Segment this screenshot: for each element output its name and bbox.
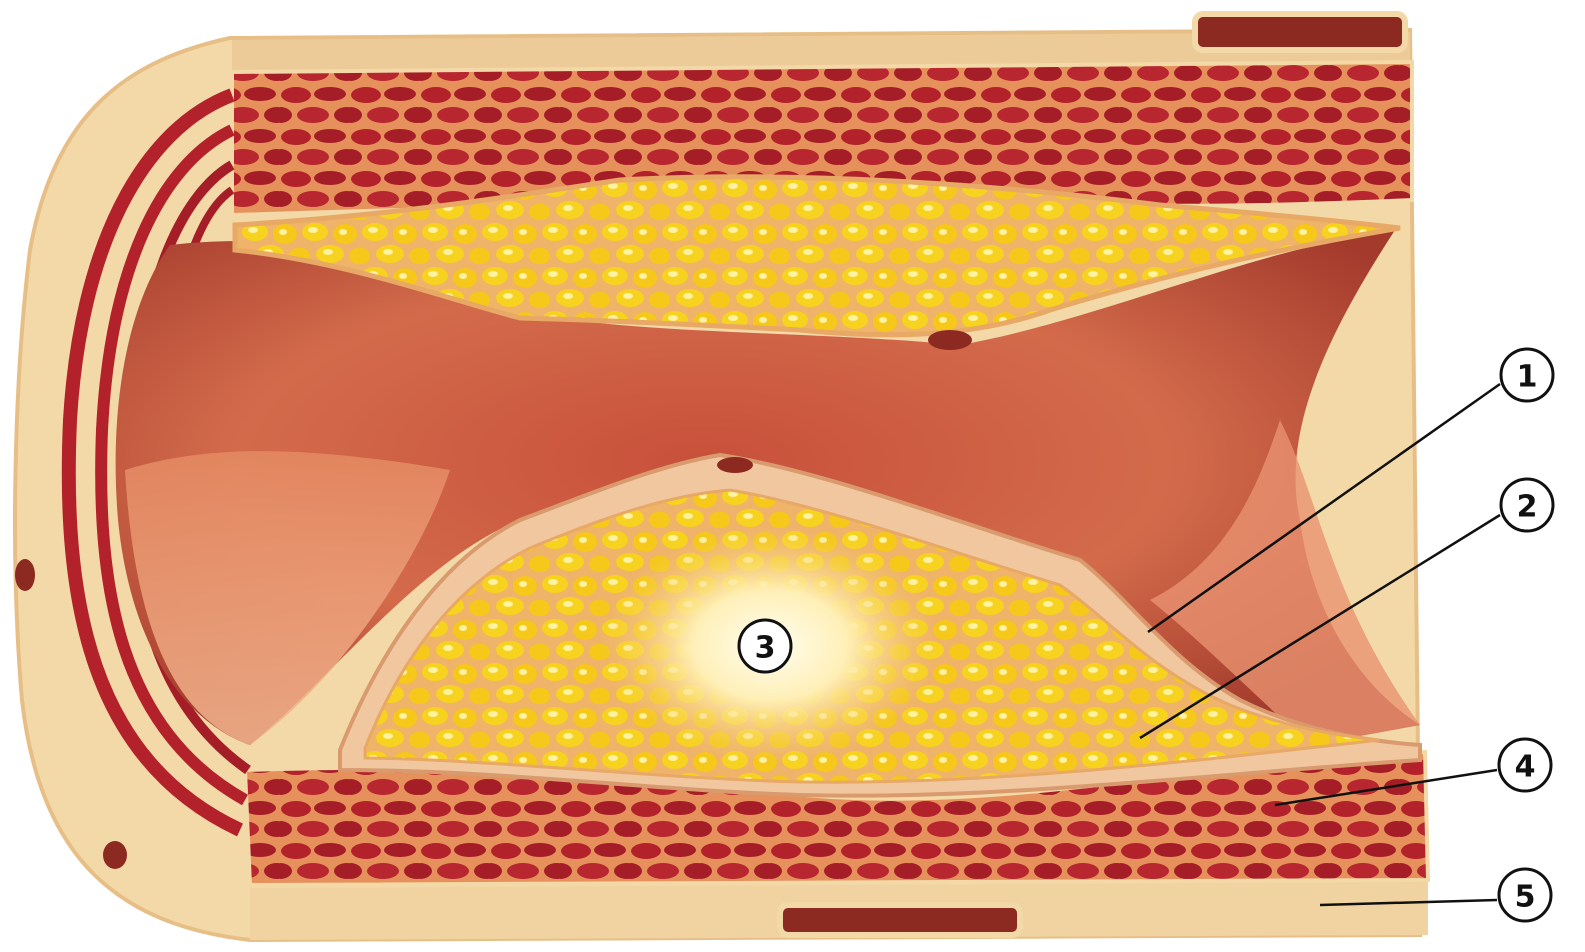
callout-4-label: 4: [1515, 750, 1536, 785]
callout-4: 4: [1499, 739, 1551, 791]
top-plaque-rupture-spot: [928, 330, 972, 350]
small-vessel-left-lower: [103, 841, 127, 869]
callout-3-label: 3: [755, 631, 776, 666]
callout-5: 5: [1499, 869, 1551, 921]
top-vessel-opening: [1195, 14, 1405, 50]
callout-1: 1: [1501, 349, 1553, 401]
callout-2-label: 2: [1517, 490, 1538, 525]
small-vessel-left: [15, 559, 35, 591]
plaque-rupture-spot: [717, 457, 753, 473]
callout-3: 3: [739, 620, 791, 672]
callout-1-label: 1: [1517, 360, 1538, 395]
bottom-vessel-opening: [780, 905, 1020, 935]
callout-2: 2: [1501, 479, 1553, 531]
callout-5-label: 5: [1515, 880, 1536, 915]
